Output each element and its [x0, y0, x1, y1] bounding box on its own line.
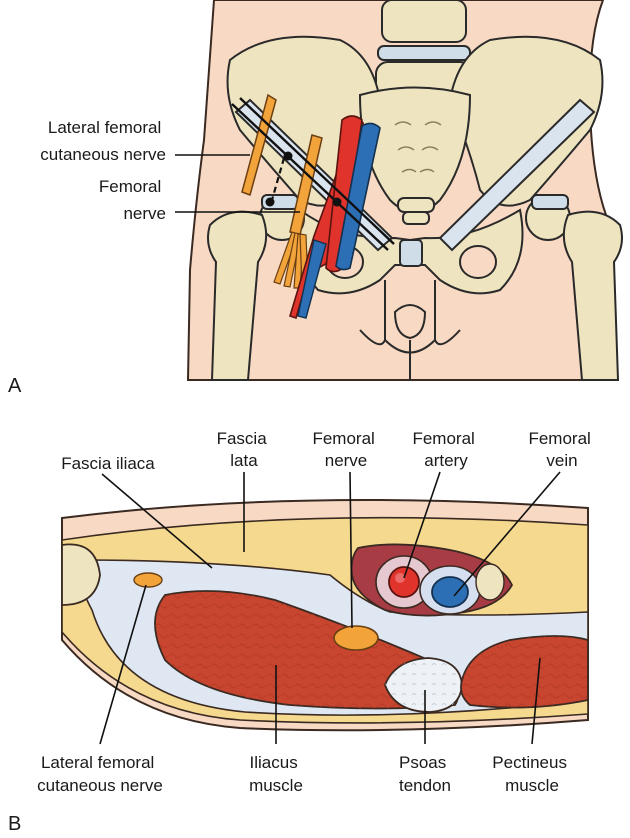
panel-letter-a: A: [8, 375, 22, 397]
label-b-fascia-lata: Fascia lata: [217, 429, 272, 470]
label-a-lfcn: Lateral femoral cutaneous nerve: [40, 118, 166, 164]
marker-dot-1: [284, 152, 293, 161]
panel-letter-b: B: [8, 813, 21, 835]
obturator-foramen-left: [460, 246, 496, 278]
marker-dot-3: [333, 198, 342, 207]
label-b-psoas: Psoas tendon: [399, 753, 451, 795]
label-b-pectineus: Pectineus muscle: [492, 753, 571, 795]
lfcn-b: [134, 573, 162, 587]
label-b-iliacus: Iliacus muscle: [249, 753, 303, 795]
lymph-node: [476, 564, 504, 600]
coccyx: [398, 198, 434, 224]
pubic-symphysis: [400, 240, 422, 266]
label-b-femoral-artery: Femoral artery: [412, 429, 479, 470]
panel-b-illustration: [62, 500, 588, 730]
panel-a-illustration: [188, 0, 622, 380]
marker-dot-2: [266, 198, 275, 207]
label-b-femoral-vein: Femoral vein: [528, 429, 595, 470]
label-b-femoral-nerve: Femoral nerve: [312, 429, 379, 470]
femoral-nerve-b: [334, 626, 378, 650]
label-b-lfcn: Lateral femoral cutaneous nerve: [37, 753, 163, 795]
femoral-vein-b: [432, 577, 468, 607]
label-b-fascia-iliaca: Fascia iliaca: [61, 454, 155, 473]
label-a-femoral-nerve: Femoral nerve: [99, 177, 166, 223]
femoral-artery-b: [389, 567, 419, 597]
